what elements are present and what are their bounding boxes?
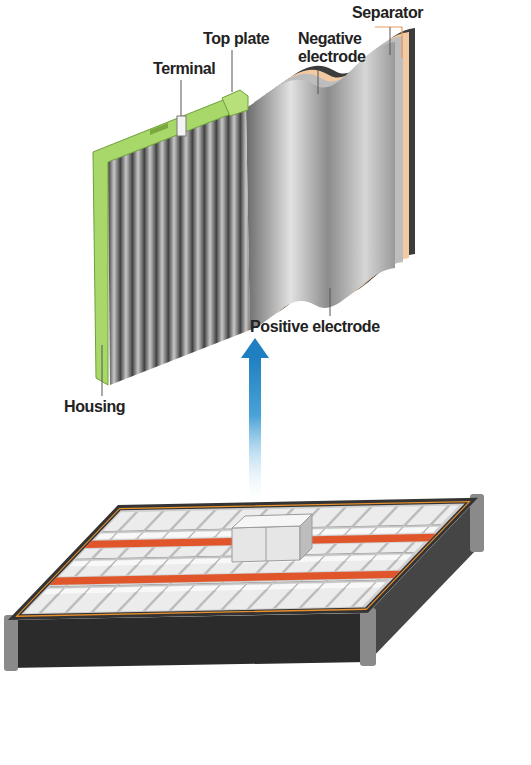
top-plate [222,90,248,116]
control-box-seam [266,527,267,561]
tray-top [8,498,478,620]
positive-electrode-sheet [246,42,395,330]
part-label: Negative electrode [298,30,382,66]
tray-bumper [360,608,376,666]
part-label: Separator [352,4,472,22]
leader-line [330,288,331,316]
control-box [232,526,300,562]
tray-rim [8,498,478,620]
housing [93,94,246,385]
tray-floor [21,503,464,614]
control-box-side [300,514,312,560]
terminal [177,116,186,136]
tray-bumper [4,615,18,671]
arrow-shaft [249,356,261,506]
tray-front-wall [8,613,368,668]
leader-line [318,70,319,94]
wire-loop [17,502,470,617]
part-label: Positive electrode [250,318,450,336]
leader-line [181,80,182,116]
leader-line [390,27,391,55]
part-label: Housing [64,398,184,416]
leader-line [232,50,233,92]
arrow-head [241,338,269,358]
housing-notch [150,123,168,135]
leader-line [375,27,402,58]
leader-line [102,345,103,396]
busbar [49,571,400,585]
part-label: Terminal [153,60,273,78]
